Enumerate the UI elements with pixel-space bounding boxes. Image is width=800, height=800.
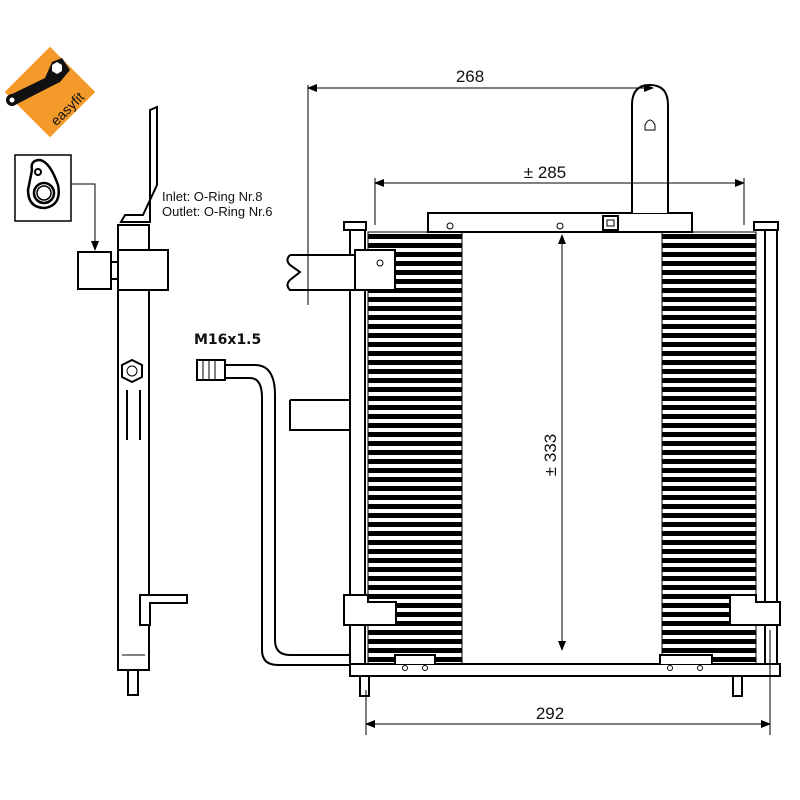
dim-268: 268 xyxy=(456,67,484,86)
easyfit-logo: easyfit xyxy=(4,46,96,138)
thread-label: M16x1.5 xyxy=(194,332,261,348)
dimension-lines xyxy=(307,84,771,735)
side-view xyxy=(77,105,188,696)
fins-left xyxy=(367,231,463,665)
inlet-pipe xyxy=(196,359,351,666)
dim-333: ± 333 xyxy=(541,434,560,476)
outlet-note: Outlet: O-Ring Nr.6 xyxy=(162,204,273,219)
inlet-note: Inlet: O-Ring Nr.8 xyxy=(162,189,262,204)
oring-inset xyxy=(14,154,99,251)
dim-292: 292 xyxy=(536,704,564,723)
dim-285: ± 285 xyxy=(524,163,566,182)
